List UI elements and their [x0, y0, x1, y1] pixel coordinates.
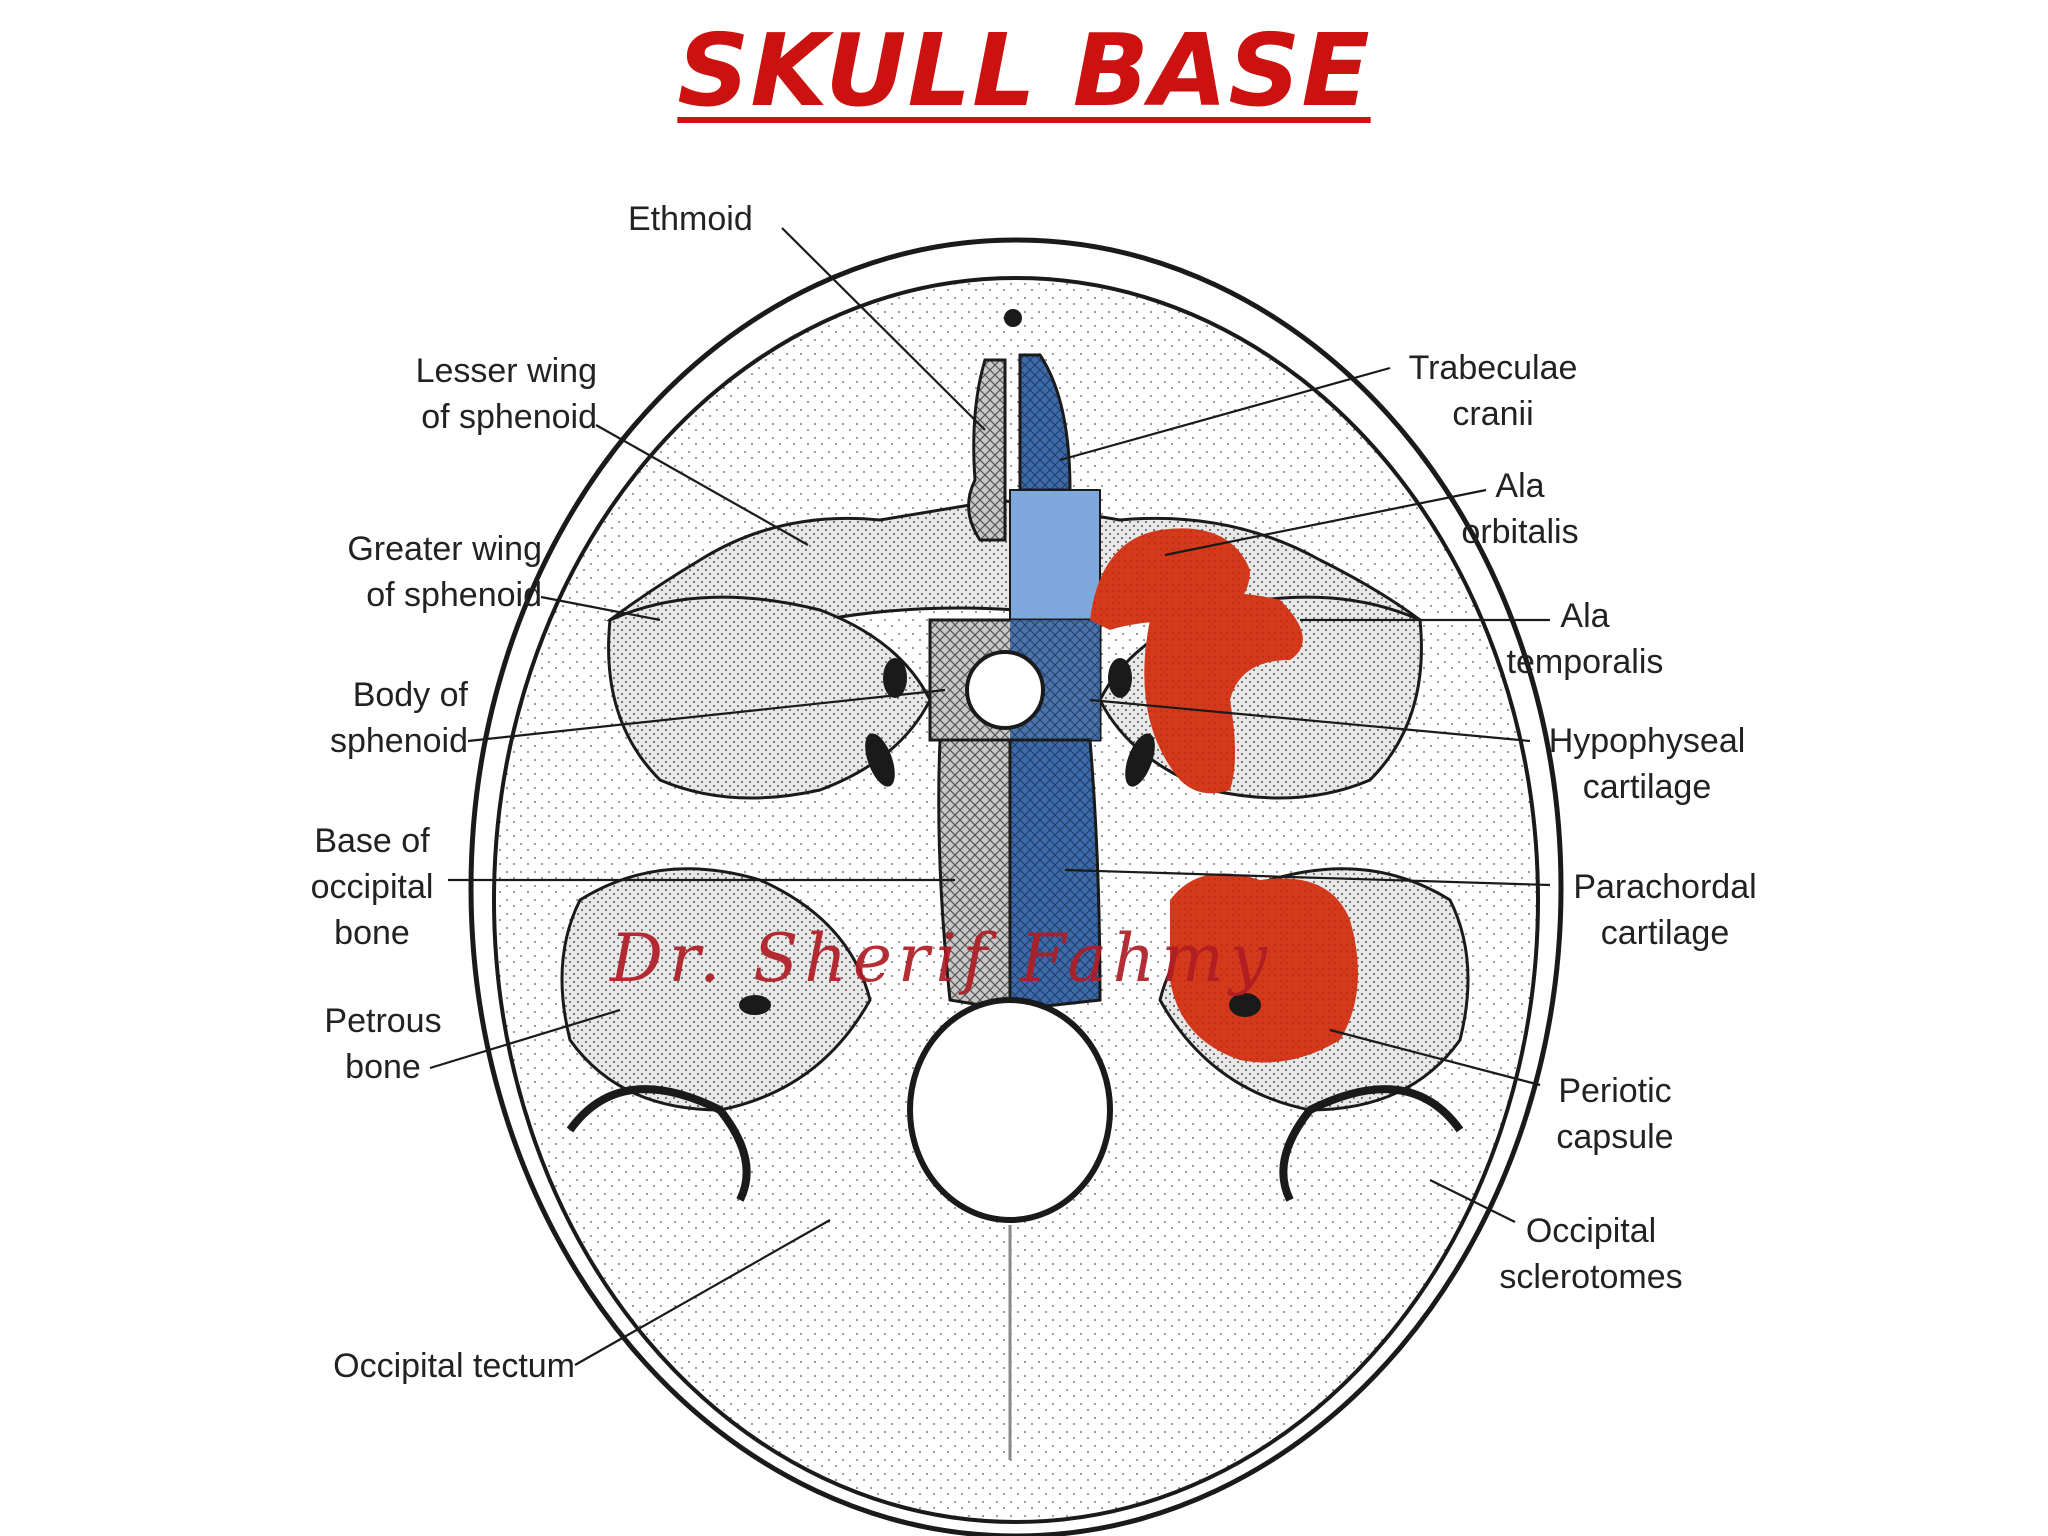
label-hypophyseal: Hypophyseal cartilage — [1548, 722, 1746, 806]
periotic-capsule-red — [1170, 873, 1358, 1063]
parachordal-blue — [1008, 738, 1102, 1012]
leader-periotic — [1329, 1028, 1541, 1087]
foramen-right-3 — [1229, 993, 1261, 1017]
label-occipital-sclerotomes: Occipital sclerotomes — [1499, 1212, 1683, 1296]
trabeculae-light — [1009, 489, 1101, 621]
foramen-caecum — [1004, 309, 1022, 327]
label-greater-wing: Greater wing of sphenoid — [347, 530, 542, 614]
leader-occipital-tectum — [574, 1219, 831, 1366]
leader-lines — [429, 227, 1551, 1366]
label-ala-orbitalis: Ala orbitalis — [1461, 467, 1579, 551]
leader-hypophyseal — [1089, 698, 1531, 743]
foramen-right-1 — [1108, 658, 1132, 698]
leader-lesser-wing — [595, 424, 809, 546]
label-trabeculae: Trabeculae cranii — [1408, 349, 1578, 433]
label-parachordal: Parachordal cartilage — [1573, 868, 1757, 952]
ala-temporalis-red — [1144, 593, 1303, 794]
occipital-ridge-left — [566, 1085, 751, 1202]
foramen-left-2 — [865, 733, 895, 787]
leader-trabeculae — [1059, 366, 1391, 462]
label-ala-temporalis: Ala temporalis — [1506, 597, 1664, 681]
label-lesser-wing: Lesser wing of sphenoid — [415, 352, 597, 436]
leader-occipital-sclerotomes — [1429, 1179, 1516, 1223]
leader-ethmoid — [781, 227, 986, 431]
slide-title: SKULL BASE — [677, 12, 1371, 129]
leader-body-sphenoid — [467, 688, 946, 743]
label-ethmoid: Ethmoid — [628, 200, 753, 238]
leader-petrous — [429, 1008, 621, 1070]
foramen-left-1 — [883, 658, 907, 698]
sella-turcica — [965, 650, 1045, 730]
foramen-right-2 — [1125, 733, 1155, 787]
label-periotic: Periotic capsule — [1556, 1072, 1674, 1156]
ethmoid-left — [967, 358, 1007, 542]
petrous-left — [560, 867, 872, 1112]
label-occipital-tectum: Occipital tectum — [333, 1347, 575, 1385]
leader-parachordal — [1064, 868, 1551, 887]
foramen-left-3 — [739, 995, 771, 1015]
leader-greater-wing — [540, 595, 661, 622]
foramen-magnum — [907, 997, 1113, 1223]
label-base-occipital: Base of occipital bone — [310, 822, 434, 952]
author-watermark: Dr. Sherif Fahmy — [610, 920, 1274, 997]
occipital-ridge-right — [1279, 1085, 1464, 1202]
greater-wing-left — [607, 595, 932, 800]
label-petrous: Petrous bone — [324, 1002, 442, 1086]
label-body-sphenoid: Body of sphenoid — [329, 676, 468, 760]
base-of-occipital — [937, 738, 1012, 1012]
leader-ala-orbitalis — [1164, 488, 1487, 557]
